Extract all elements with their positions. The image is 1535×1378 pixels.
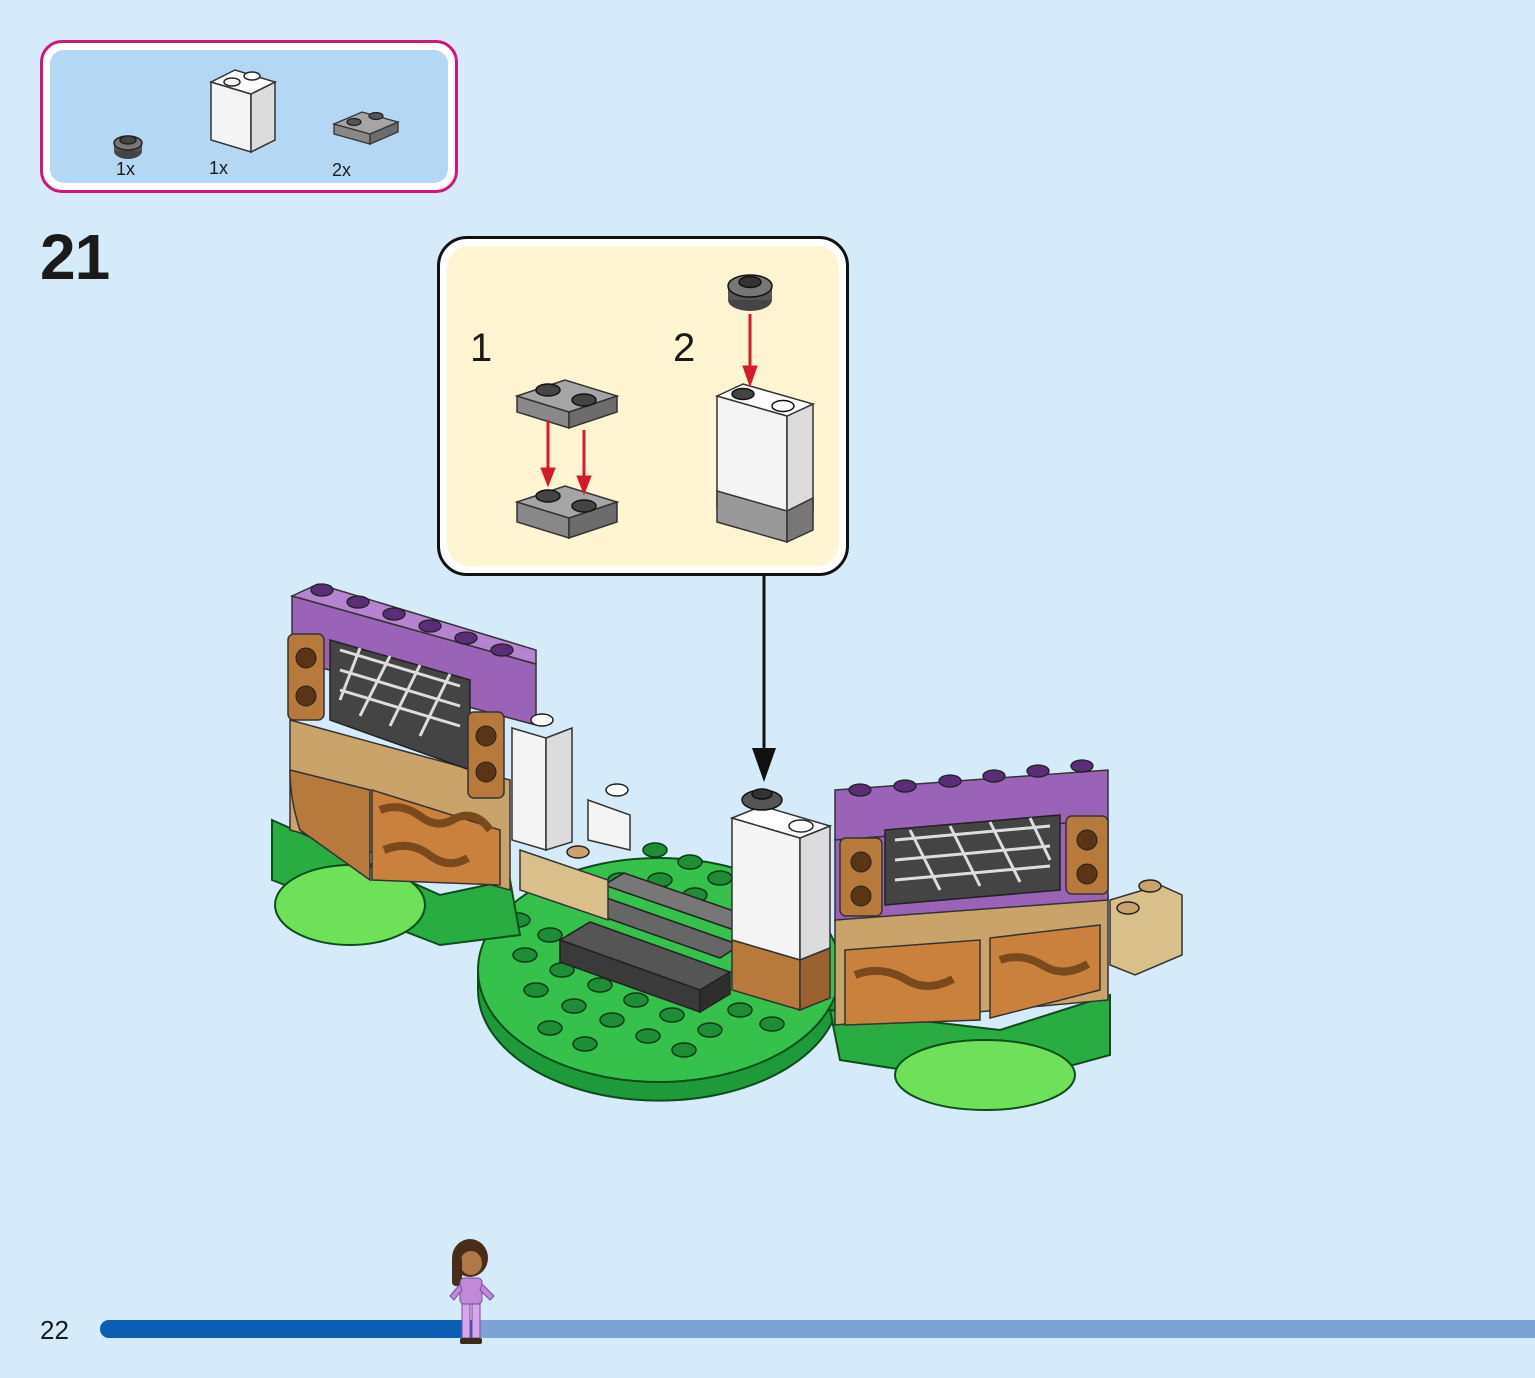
parts-list-box: 1x 1x 2x (40, 40, 458, 193)
step-number: 21 (40, 221, 110, 293)
substep-label-1: 1 (470, 326, 493, 370)
callout-arrow-icon (752, 576, 776, 782)
part-round-plate: 1x (108, 125, 148, 185)
round-green-plate-icon (477, 857, 841, 1102)
part-qty: 2x (332, 160, 352, 180)
right-wall-module-icon (834, 759, 1183, 1026)
target-white-brick-icon (729, 788, 833, 1012)
substep-label-2: 2 (673, 326, 696, 370)
substep-illustration (514, 274, 816, 544)
minifigure-icon (449, 1239, 495, 1344)
white-brick-column-icon (511, 713, 631, 922)
grey-plate-icon (332, 111, 400, 145)
grey-plate-upper-icon (514, 379, 620, 430)
part-white-brick: 1x (205, 64, 285, 184)
round-plate-icon (113, 135, 143, 159)
dark-grey-tile-icon (558, 872, 762, 1014)
progress-bar-fill (100, 1320, 474, 1338)
white-brick-icon (208, 69, 278, 154)
right-green-base-icon (828, 993, 1111, 1111)
page-number: 22 (40, 1315, 69, 1345)
left-wall-module-icon (287, 583, 537, 891)
white-brick-on-plate-icon (714, 383, 816, 544)
round-plate-callout-icon (727, 274, 773, 311)
grey-plate-lower-icon (514, 485, 620, 540)
part-qty: 1x (209, 158, 229, 178)
parts-list-inner: 1x 1x 2x (50, 50, 448, 183)
part-grey-plate: 2x (328, 100, 408, 190)
green-studs-icon (505, 842, 785, 1058)
left-green-base-icon (271, 818, 522, 947)
part-qty: 1x (116, 159, 136, 179)
progress-bar (100, 1320, 1535, 1338)
red-arrow-icon (742, 314, 758, 388)
red-arrow-icon (540, 420, 592, 496)
sub-assembly-callout: 1 2 (437, 236, 849, 576)
sub-assembly-callout-inner: 1 2 (447, 246, 839, 566)
